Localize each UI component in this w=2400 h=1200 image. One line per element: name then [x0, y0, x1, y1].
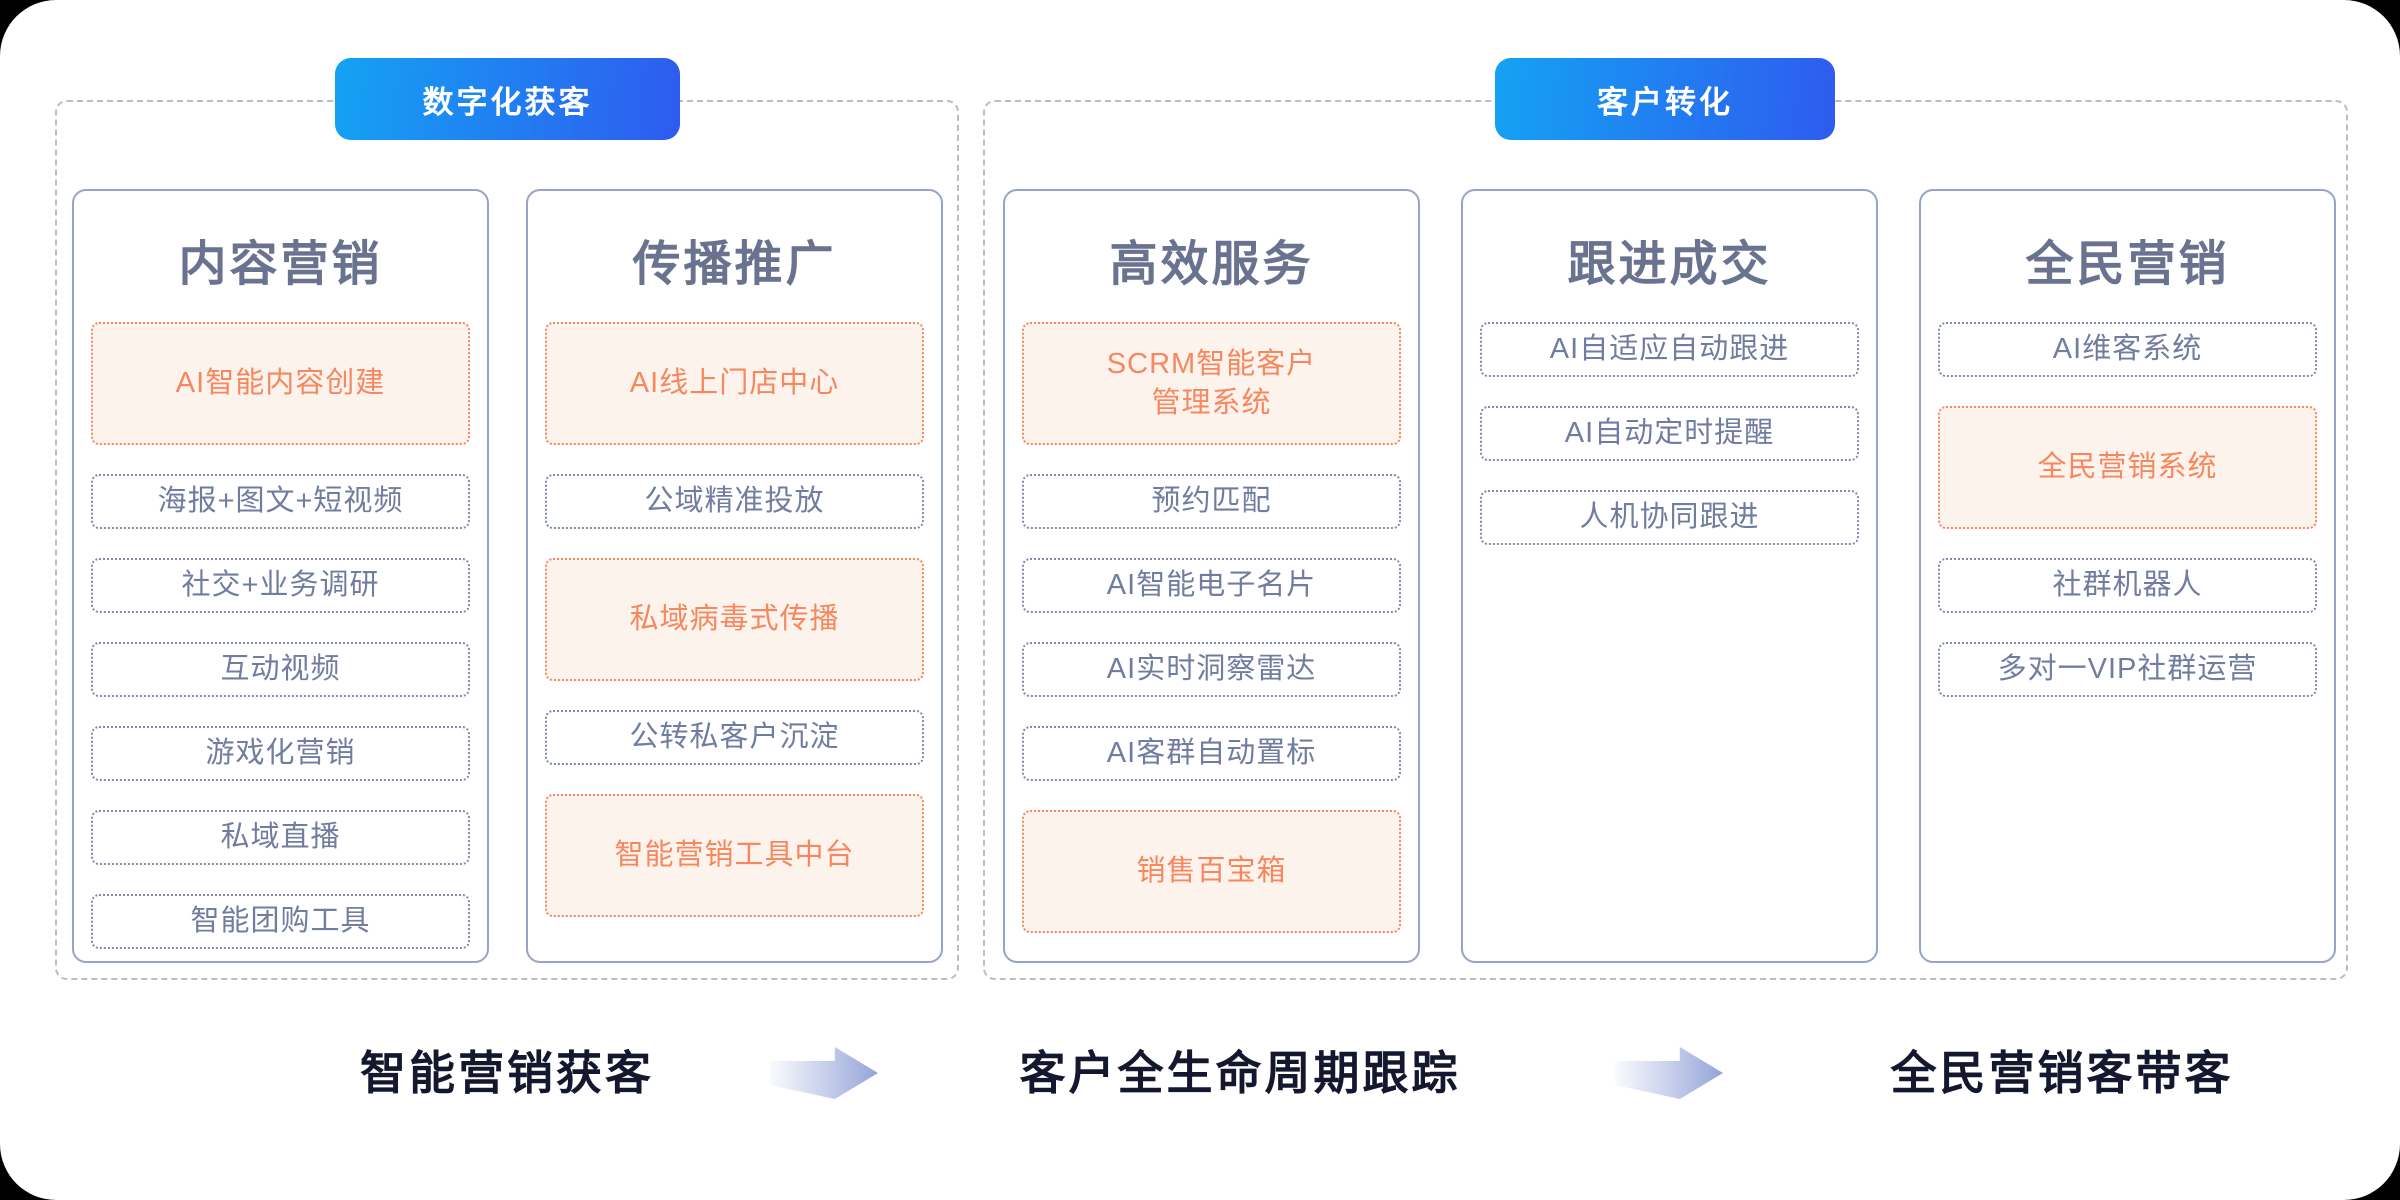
feature-item: AI自适应自动跟进	[1480, 322, 1859, 378]
column-items: SCRM智能客户 管理系统 预约匹配 AI智能电子名片 AI实时洞察雷达 AI客…	[1022, 322, 1401, 934]
feature-item: 游戏化营销	[91, 726, 470, 782]
column-efficient-service: 高效服务 SCRM智能客户 管理系统 预约匹配 AI智能电子名片 AI实时洞察雷…	[1003, 189, 1420, 963]
column-content-marketing: 内容营销 AI智能内容创建 海报+图文+短视频 社交+业务调研 互动视频 游戏化…	[72, 189, 489, 963]
feature-item: AI维客系统	[1938, 322, 2317, 378]
column-title: 传播推广	[632, 238, 837, 291]
feature-item: 多对一VIP社群运营	[1938, 642, 2317, 698]
stage-badge-digital-acquisition: 数字化获客	[335, 58, 680, 140]
group-digital-acquisition: 内容营销 AI智能内容创建 海报+图文+短视频 社交+业务调研 互动视频 游戏化…	[55, 100, 959, 980]
column-promotion: 传播推广 AI线上门店中心 公域精准投放 私域病毒式传播 公转私客户沉淀 智能营…	[526, 189, 943, 963]
stage-badge-label: 数字化获客	[422, 84, 593, 120]
column-title: 高效服务	[1109, 238, 1314, 291]
feature-item: AI实时洞察雷达	[1022, 642, 1401, 698]
stage-badge-customer-conversion: 客户转化	[1495, 58, 1835, 140]
column-items: AI线上门店中心 公域精准投放 私域病毒式传播 公转私客户沉淀 智能营销工具中台	[545, 322, 924, 918]
feature-item: AI智能电子名片	[1022, 558, 1401, 614]
feature-item: 社交+业务调研	[91, 558, 470, 614]
feature-item: 海报+图文+短视频	[91, 474, 470, 530]
column-title: 内容营销	[178, 238, 383, 291]
flow-step-referral-marketing: 全民营销客带客	[1890, 1047, 2234, 1099]
feature-item: AI自动定时提醒	[1480, 406, 1859, 462]
feature-item: 人机协同跟进	[1480, 490, 1859, 546]
column-everyone-marketing: 全民营销 AI维客系统 全民营销系统 社群机器人 多对一VIP社群运营	[1919, 189, 2336, 963]
stage-badge-label: 客户转化	[1597, 84, 1733, 120]
feature-item: 互动视频	[91, 642, 470, 698]
right-arrow-icon	[770, 1047, 878, 1099]
feature-item: AI线上门店中心	[545, 322, 924, 446]
feature-item: AI智能内容创建	[91, 322, 470, 446]
column-follow-up-deal: 跟进成交 AI自适应自动跟进 AI自动定时提醒 人机协同跟进	[1461, 189, 1878, 963]
group-customer-conversion: 高效服务 SCRM智能客户 管理系统 预约匹配 AI智能电子名片 AI实时洞察雷…	[983, 100, 2348, 980]
feature-item: 预约匹配	[1022, 474, 1401, 530]
feature-item: 公域精准投放	[545, 474, 924, 530]
flow-step-customer-lifecycle-tracking: 客户全生命周期跟踪	[1019, 1047, 1461, 1099]
feature-item: 销售百宝箱	[1022, 810, 1401, 934]
right-arrow-icon	[1615, 1047, 1723, 1099]
feature-item: 智能团购工具	[91, 894, 470, 950]
feature-item: 社群机器人	[1938, 558, 2317, 614]
column-title: 全民营销	[2025, 238, 2230, 291]
column-title: 跟进成交	[1567, 238, 1772, 291]
column-items: AI维客系统 全民营销系统 社群机器人 多对一VIP社群运营	[1938, 322, 2317, 698]
column-items: AI自适应自动跟进 AI自动定时提醒 人机协同跟进	[1480, 322, 1859, 546]
column-items: AI智能内容创建 海报+图文+短视频 社交+业务调研 互动视频 游戏化营销 私域…	[91, 322, 470, 950]
flow-step-smart-marketing-acquisition: 智能营销获客	[360, 1047, 654, 1099]
feature-item: 全民营销系统	[1938, 406, 2317, 530]
feature-item: AI客群自动置标	[1022, 726, 1401, 782]
feature-item: SCRM智能客户 管理系统	[1022, 322, 1401, 446]
feature-item: 公转私客户沉淀	[545, 710, 924, 766]
feature-item: 私域病毒式传播	[545, 558, 924, 682]
feature-item: 私域直播	[91, 810, 470, 866]
feature-item: 智能营销工具中台	[545, 794, 924, 918]
